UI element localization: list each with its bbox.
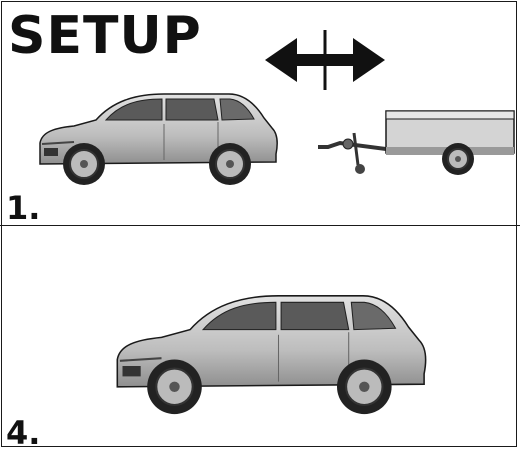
step-label-1: 1. — [6, 190, 40, 226]
car-illustration — [102, 288, 442, 418]
double-arrow-icon — [265, 30, 385, 90]
car-illustration — [34, 88, 284, 188]
step-label-4: 4. — [6, 415, 40, 451]
trailer-illustration — [318, 105, 518, 185]
panel-divider — [0, 225, 520, 226]
page-title: SETUP — [8, 6, 202, 66]
